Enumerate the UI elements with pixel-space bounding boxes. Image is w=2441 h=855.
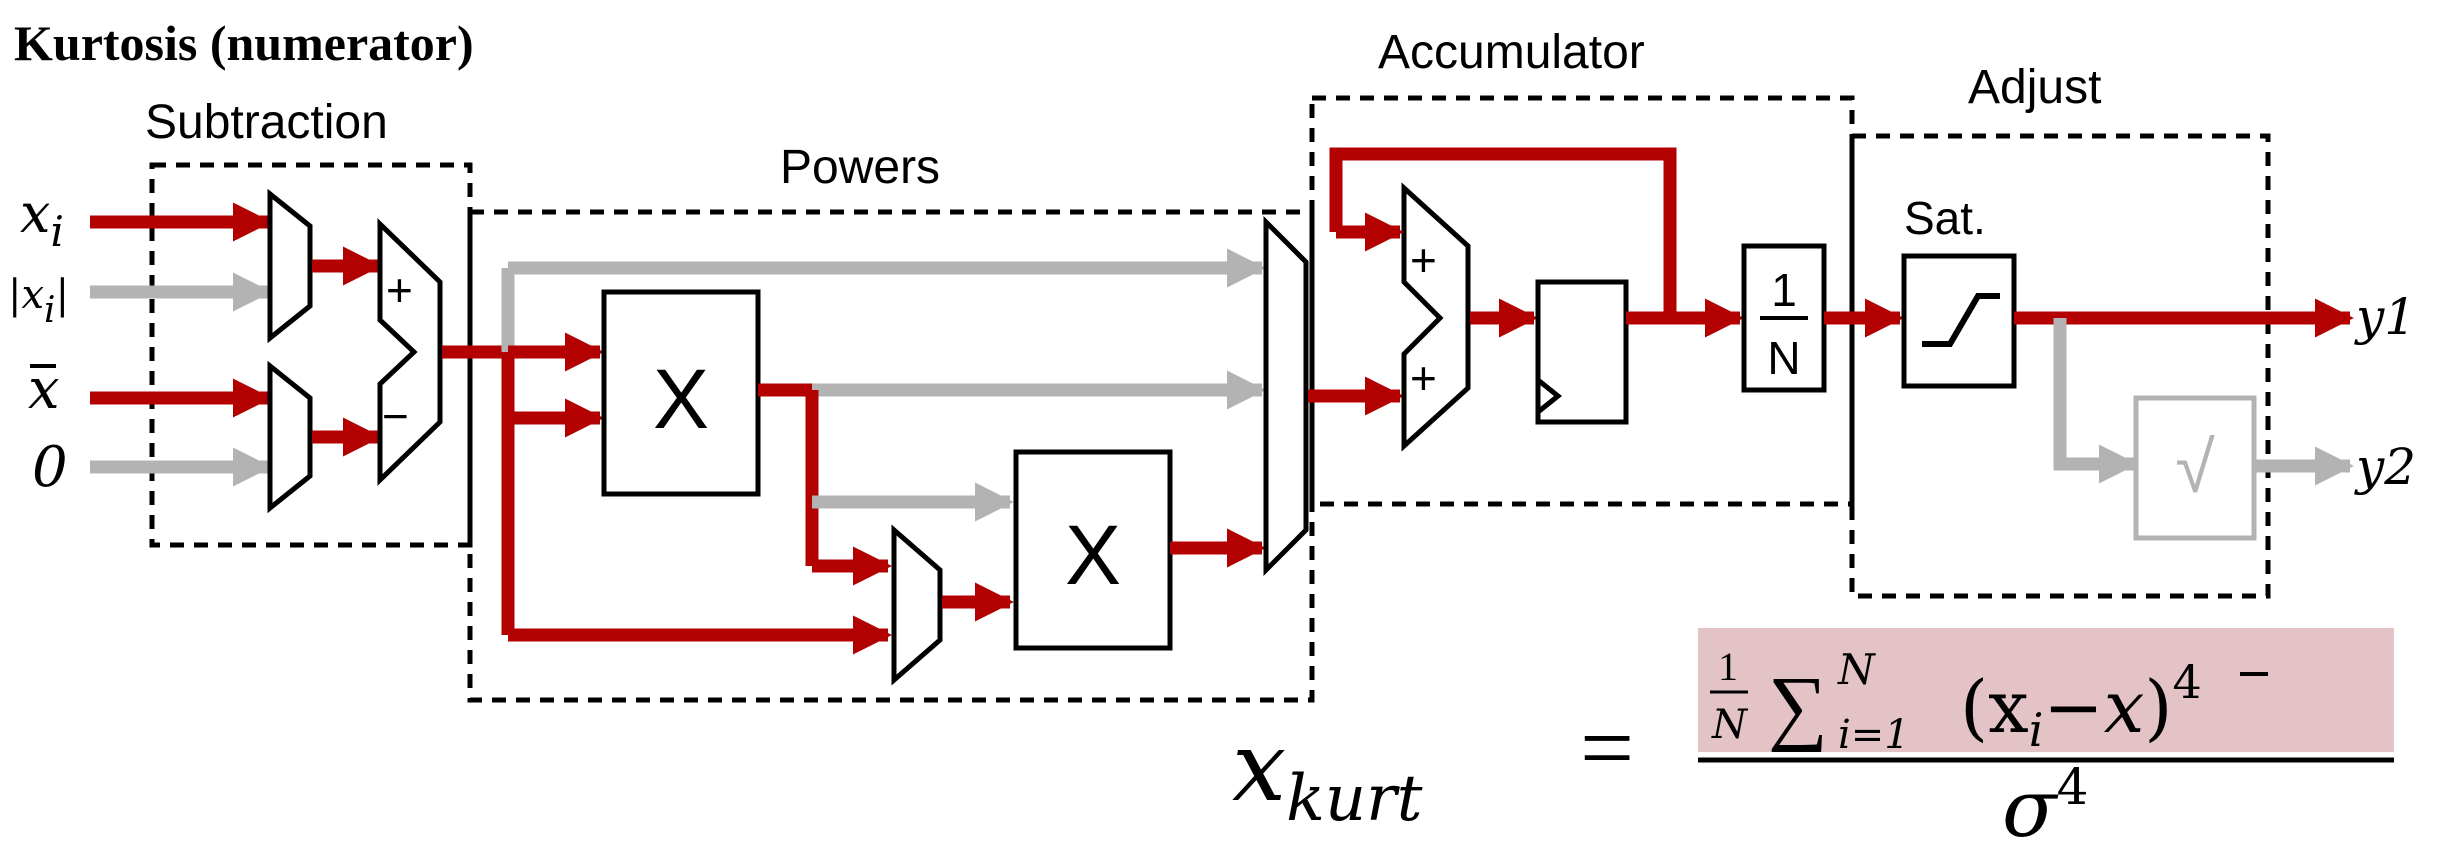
acc-adder-plus-top: + xyxy=(1410,234,1437,286)
input-zero-label: 0 xyxy=(32,435,68,500)
sqrt-icon: √ xyxy=(2175,428,2215,508)
register-clock-marker xyxy=(1536,378,1563,414)
inverse-n-numerator: 1 xyxy=(1771,264,1797,316)
accumulator-adder xyxy=(1401,182,1471,452)
inverse-n-denominator: N xyxy=(1767,332,1800,384)
formula-sum-symbol: ∑ xyxy=(1768,660,1828,753)
input-xi-label: xi xyxy=(20,182,64,256)
subtractor-plus-sign: + xyxy=(386,264,413,316)
formula-sum-lower: i=1 xyxy=(1838,712,1910,758)
accumulator-box xyxy=(1309,95,1855,507)
formula-term: (xi−x)4 xyxy=(1960,655,2202,757)
adjust-box xyxy=(1849,133,2271,599)
saturation-label: Sat. xyxy=(1904,192,1986,244)
powers-output-mux xyxy=(1263,215,1309,577)
formula-frac-den: N xyxy=(1711,702,1749,748)
sat-to-sqrt-arrow xyxy=(2053,318,2138,484)
accumulator-label: Accumulator xyxy=(1378,26,1645,79)
input-mux-top xyxy=(267,188,313,344)
multiplier-2 xyxy=(1013,449,1173,651)
multiplier-2-symbol: X xyxy=(1065,508,1121,602)
saturation-curve-icon xyxy=(1922,293,2000,347)
subtraction-label: Subtraction xyxy=(145,96,388,149)
subtractor-minus-sign: − xyxy=(382,390,409,442)
saturation-block xyxy=(1901,253,2017,389)
powers-box xyxy=(467,209,1315,703)
kurtosis-formula: xkurt = 1 N ∑ N i=1 (xi−x)4 σ4 xyxy=(1232,628,2394,855)
inverse-n-block xyxy=(1741,243,1827,393)
powers-label: Powers xyxy=(780,141,940,194)
formula-equals: = xyxy=(1580,694,1634,801)
diagram-title: Kurtosis (numerator) xyxy=(14,15,474,71)
formula-numerator-highlight xyxy=(1698,628,2394,752)
adjust-label: Adjust xyxy=(1968,61,2101,114)
formula-denominator: σ4 xyxy=(2002,758,2088,855)
sqrt-block xyxy=(2133,395,2257,541)
formula-lhs: xkurt xyxy=(1232,711,1423,836)
formula-frac-num: 1 xyxy=(1718,644,1738,689)
multiplier-1-symbol: X xyxy=(653,352,709,446)
output-y2-label: y2 xyxy=(2354,438,2416,496)
feedback-wire xyxy=(1329,147,1677,318)
input-abs-xi-label: |xi| xyxy=(8,272,69,331)
subtractor xyxy=(377,218,443,486)
input-mux-bottom xyxy=(267,360,313,514)
formula-sum-upper: N xyxy=(1837,645,1876,694)
acc-adder-plus-bottom: + xyxy=(1410,352,1437,404)
mult2-input-mux xyxy=(891,524,943,686)
output-y1-label: y1 xyxy=(2354,288,2416,346)
